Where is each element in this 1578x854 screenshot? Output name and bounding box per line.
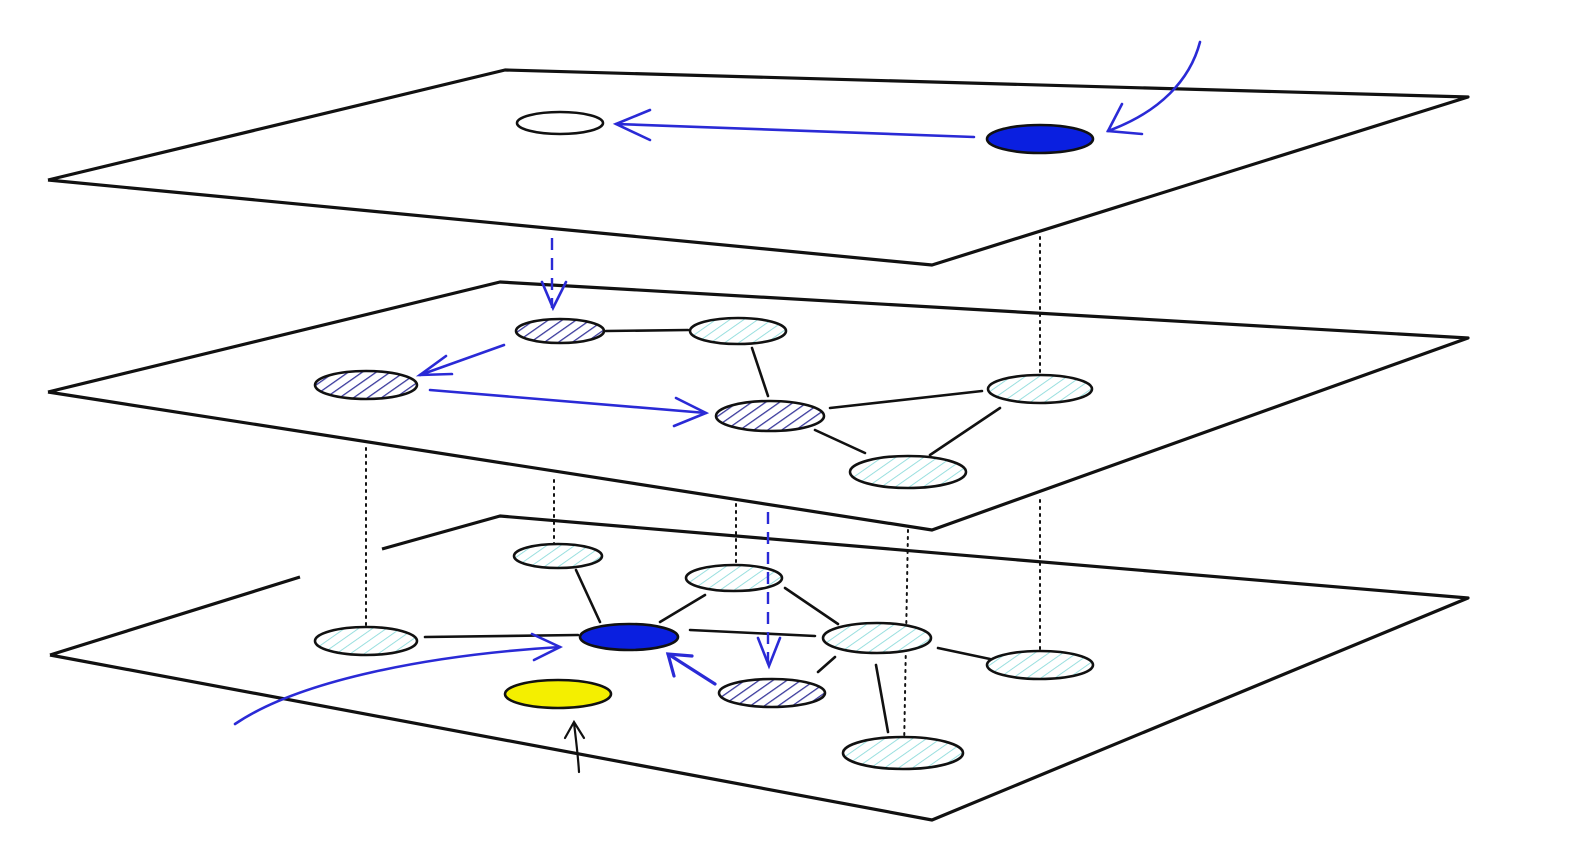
search-step-arrow — [428, 388, 708, 415]
graph-edge — [816, 655, 837, 674]
result-node — [578, 622, 680, 652]
graph-node — [684, 563, 784, 593]
layer-bottom-plane — [49, 514, 1470, 822]
graph-node — [821, 621, 933, 655]
graph-node — [986, 373, 1094, 405]
graph-node-visited — [515, 110, 605, 136]
interlayer-link — [903, 529, 909, 751]
query-input-arrow — [563, 719, 586, 774]
graph-node-visited — [313, 369, 419, 401]
arrowhead-icon — [672, 396, 710, 428]
graph-edge — [928, 406, 1002, 457]
query-node — [503, 678, 613, 710]
graph-edge — [688, 628, 817, 638]
graph-node — [841, 735, 965, 771]
search-path — [233, 40, 1202, 726]
graph-edge — [604, 328, 690, 333]
graph-edge — [574, 568, 602, 624]
arrowhead-icon — [612, 108, 652, 142]
graph-edge — [813, 428, 867, 455]
search-step-arrow — [418, 343, 506, 377]
graph-edge — [783, 586, 840, 626]
graph-edge — [874, 663, 890, 734]
graph-node — [688, 316, 788, 346]
layer-middle-plane — [47, 280, 1470, 532]
layer-top-plane — [47, 68, 1470, 267]
graph-node-visited — [717, 677, 827, 709]
arrowhead-icon — [1105, 102, 1144, 136]
graph-node-visited — [514, 317, 606, 345]
search-entry-arrow — [1106, 40, 1202, 133]
layer-bottom — [49, 514, 1470, 822]
search-step-arrow — [666, 652, 717, 686]
arrowhead-icon — [756, 636, 782, 670]
arrowhead-icon — [415, 354, 454, 377]
graph-node — [985, 649, 1095, 681]
graph-edge — [936, 646, 992, 661]
entry-node — [985, 123, 1095, 155]
arrowhead-icon — [665, 652, 694, 678]
nodes — [313, 110, 1095, 771]
arrowhead-icon — [530, 632, 563, 662]
graph-node — [512, 542, 604, 570]
graph-edge — [828, 389, 984, 410]
graph-edge — [423, 633, 580, 639]
interlayer-links — [365, 236, 1041, 751]
layer-middle — [47, 280, 1470, 532]
graph-node — [848, 454, 968, 490]
layer-top — [47, 68, 1470, 267]
graph-node — [313, 625, 419, 657]
search-step-arrow — [614, 122, 976, 139]
arrowhead-icon — [540, 280, 568, 312]
query-arrow — [233, 645, 562, 726]
graph-edge — [750, 346, 770, 398]
graph-node-visited — [714, 399, 826, 433]
graph-edge — [658, 593, 707, 624]
